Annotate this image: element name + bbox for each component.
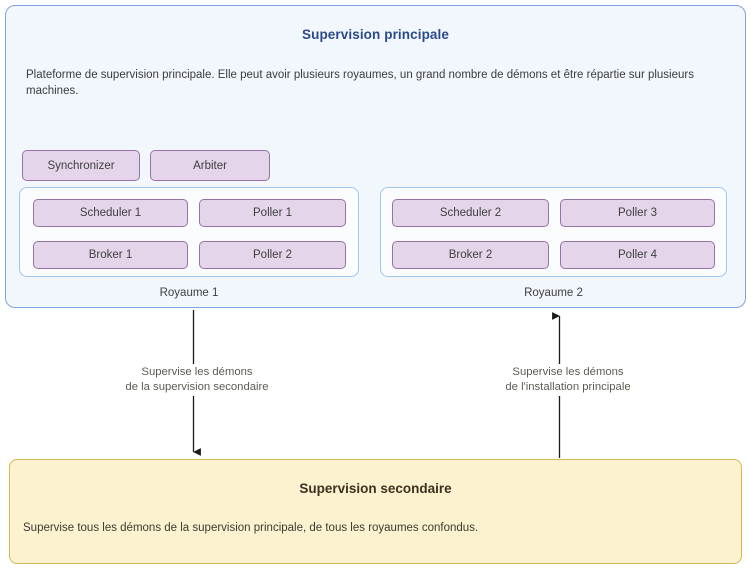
realm-2-label: Royaume 2 [524,287,583,299]
daemon-broker-2[interactable]: Broker 2 [392,241,549,269]
arrow-label-line-2: de la supervision secondaire [125,381,269,393]
secondary-supervision-box: Supervision secondaire Supervise tous le… [9,459,742,564]
daemon-arbiter[interactable]: Arbiter [150,150,270,181]
daemon-synchronizer[interactable]: Synchronizer [22,150,140,181]
realm-1-label: Royaume 1 [159,287,219,299]
secondary-supervision-title: Supervision secondaire [299,481,452,496]
arrow-label-supervise-secondary: Supervise les démons de la supervision s… [108,364,286,396]
daemon-scheduler-1[interactable]: Scheduler 1 [33,199,188,227]
daemon-scheduler-2[interactable]: Scheduler 2 [392,199,549,227]
daemon-poller-3[interactable]: Poller 3 [560,199,715,227]
daemon-poller-2[interactable]: Poller 2 [199,241,346,269]
arrow-label-line-2: de l'installation principale [505,381,631,393]
arrow-label-supervise-main: Supervise les démons de l'installation p… [478,364,658,396]
secondary-supervision-description: Supervise tous les démons de la supervis… [23,522,479,534]
arrow-label-line-1: Supervise les démons [512,366,624,378]
daemon-poller-4[interactable]: Poller 4 [560,241,715,269]
main-supervision-title: Supervision principale [302,27,449,42]
main-supervision-description: Plateforme de supervision principale. El… [26,69,694,97]
daemon-poller-1[interactable]: Poller 1 [199,199,346,227]
daemon-broker-1[interactable]: Broker 1 [33,241,188,269]
arrow-label-line-1: Supervise les démons [141,366,253,378]
